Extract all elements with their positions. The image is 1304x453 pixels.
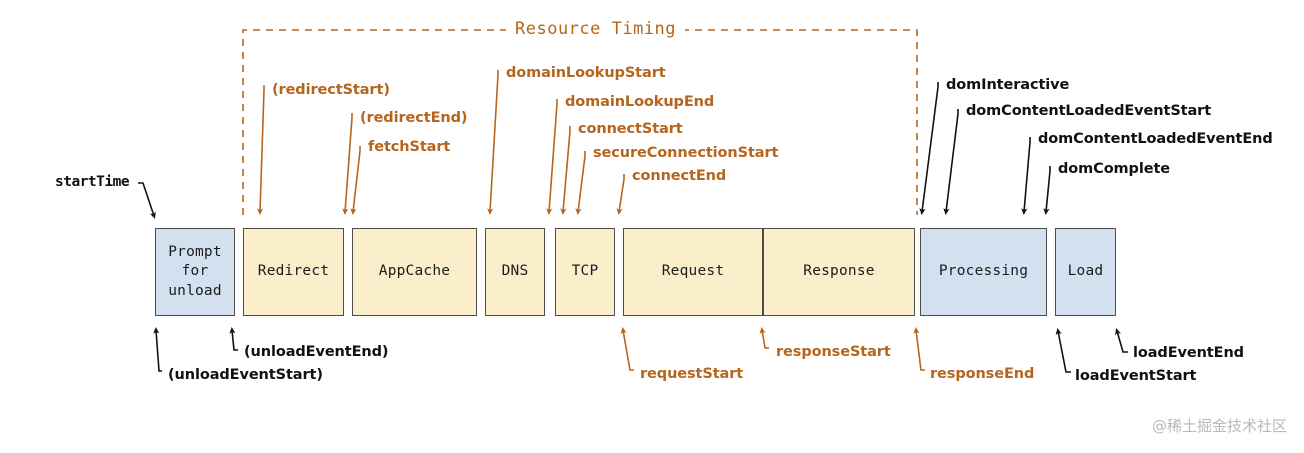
label-redirect-start: (redirectStart) (272, 82, 390, 98)
phase-box-load[interactable]: Load (1055, 228, 1116, 316)
leader-lines-top-black (919, 82, 1051, 215)
label-dom-content-loaded-event-end: domContentLoadedEventEnd (1038, 131, 1273, 147)
phase-box-request[interactable]: Request (623, 228, 763, 316)
label-dom-interactive: domInteractive (946, 77, 1070, 93)
leader-lines-top-orange (257, 70, 625, 215)
label-dom-complete: domComplete (1058, 161, 1171, 177)
phase-box-tcp[interactable]: TCP (555, 228, 615, 316)
leader-lines-bottom-orange (620, 327, 925, 371)
phase-box-processing[interactable]: Processing (920, 228, 1047, 316)
leader-line-start-time (138, 182, 156, 219)
label-load-event-start: loadEventStart (1075, 368, 1197, 384)
label-unload-event-start: (unloadEventStart) (168, 367, 323, 383)
label-connect-end: connectEnd (632, 168, 727, 184)
resource-timing-title: Resource Timing (506, 19, 686, 39)
phase-box-prompt-for-unload[interactable]: Prompt for unload (155, 228, 235, 316)
label-unload-event-end: (unloadEventEnd) (244, 344, 389, 360)
phase-box-dns[interactable]: DNS (485, 228, 545, 316)
label-response-start: responseStart (776, 344, 891, 360)
label-start-time: startTime (55, 174, 130, 190)
label-dom-content-loaded-event-start: domContentLoadedEventStart (966, 103, 1212, 119)
leader-lines-bottom-black (153, 327, 1128, 373)
label-connect-start: connectStart (578, 121, 683, 137)
label-fetch-start: fetchStart (368, 139, 451, 155)
label-load-event-end: loadEventEnd (1133, 345, 1244, 361)
label-response-end: responseEnd (930, 366, 1035, 382)
label-secure-connection-start: secureConnectionStart (593, 145, 779, 161)
phase-box-redirect[interactable]: Redirect (243, 228, 344, 316)
label-domain-lookup-end: domainLookupEnd (565, 94, 715, 110)
label-redirect-end: (redirectEnd) (360, 110, 468, 126)
phase-box-appcache[interactable]: AppCache (352, 228, 477, 316)
phase-box-response[interactable]: Response (763, 228, 915, 316)
watermark: @稀土掘金技术社区 (1152, 417, 1288, 435)
label-request-start: requestStart (640, 366, 744, 382)
label-domain-lookup-start: domainLookupStart (506, 65, 666, 81)
